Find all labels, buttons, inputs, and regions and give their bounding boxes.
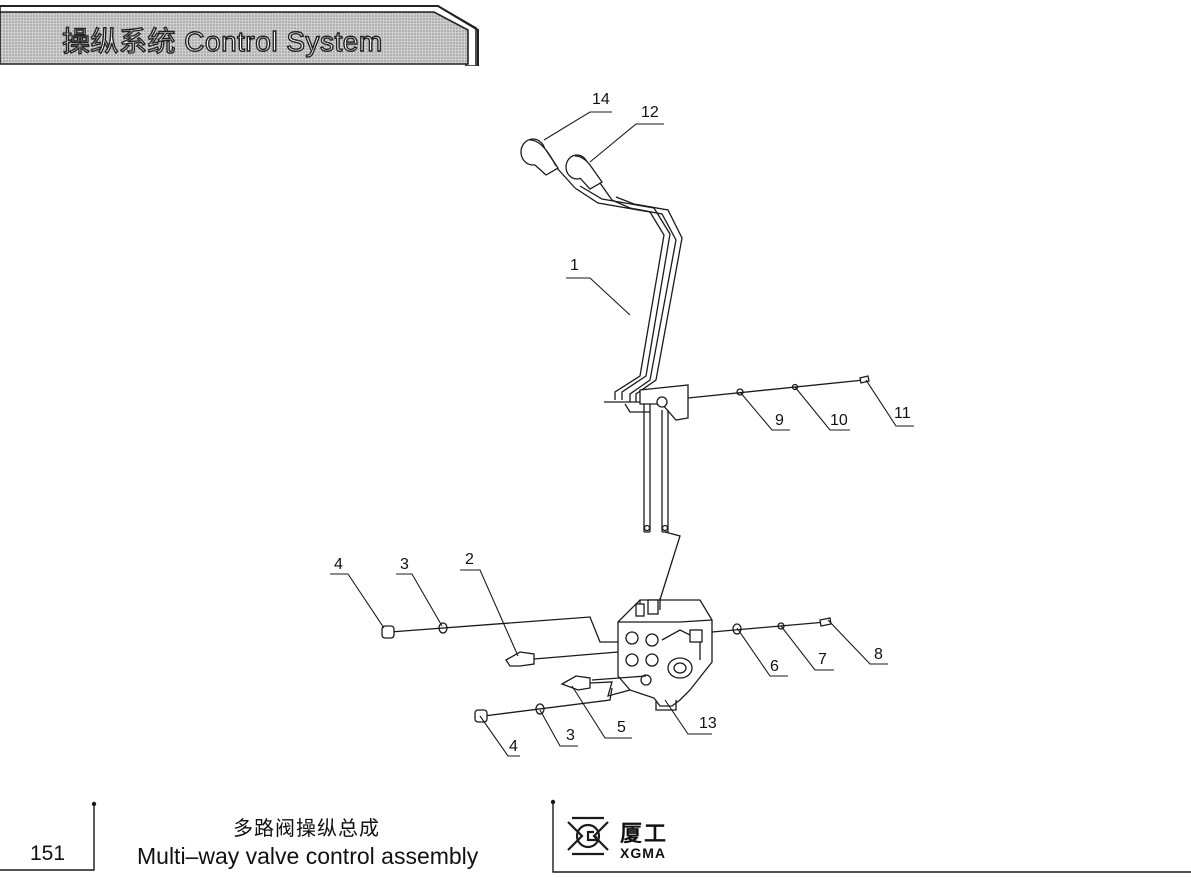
callout-3-top: 3 bbox=[400, 556, 409, 573]
knob-14 bbox=[520, 138, 576, 189]
section-title: 操纵系统 Control System bbox=[61, 25, 383, 57]
callout-13: 13 bbox=[699, 715, 717, 732]
knob-12 bbox=[565, 154, 613, 201]
callout-2: 2 bbox=[465, 551, 474, 568]
callout-4-bottom: 4 bbox=[509, 738, 518, 755]
callout-12: 12 bbox=[641, 104, 659, 121]
callout-1: 1 bbox=[570, 257, 579, 274]
callout-6: 6 bbox=[770, 658, 779, 675]
xgma-logo-icon bbox=[567, 816, 609, 856]
assembly-title-cn: 多路阀操纵总成 bbox=[233, 818, 380, 840]
brand-name-cn: 厦工 bbox=[620, 821, 669, 846]
callout-14: 14 bbox=[592, 91, 610, 108]
callout-9: 9 bbox=[775, 412, 784, 429]
lever-rods bbox=[574, 185, 683, 402]
callout-10: 10 bbox=[830, 412, 848, 429]
callout-4-top: 4 bbox=[334, 556, 343, 573]
footer-rules bbox=[0, 799, 1191, 873]
page-number: 151 bbox=[30, 842, 66, 865]
push-rods bbox=[643, 404, 681, 607]
multi-way-valve bbox=[617, 598, 713, 711]
leader-lines bbox=[330, 111, 914, 757]
brand-name-en: XGMA bbox=[620, 845, 666, 861]
callout-3-bottom: 3 bbox=[566, 727, 575, 744]
callout-5: 5 bbox=[617, 719, 626, 736]
left-pipe-lines bbox=[381, 616, 647, 723]
callout-11: 11 bbox=[894, 405, 911, 422]
right-pipe-line bbox=[711, 617, 832, 635]
callout-labels: 14 12 1 9 10 11 4 3 2 6 7 8 5 13 4 3 bbox=[334, 91, 911, 755]
section-header-tab bbox=[0, 5, 479, 66]
callout-8: 8 bbox=[874, 646, 883, 663]
assembly-title-en: Multi–way valve control assembly bbox=[137, 843, 479, 869]
callout-7: 7 bbox=[818, 651, 827, 668]
